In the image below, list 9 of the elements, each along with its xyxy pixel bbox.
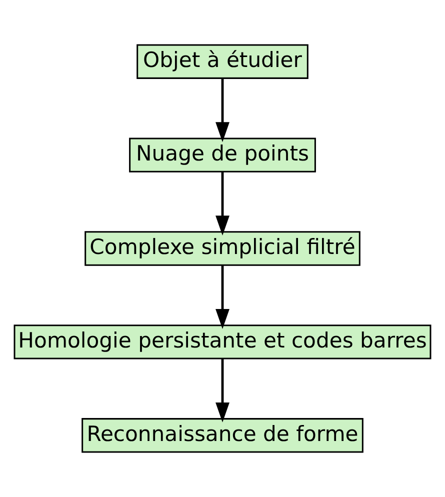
node-box: Objet à étudier bbox=[136, 44, 308, 79]
node-box: Reconnaissance de forme bbox=[82, 418, 364, 453]
arrow bbox=[216, 172, 230, 236]
arrow bbox=[216, 265, 230, 329]
node-box: Nuage de points bbox=[129, 138, 316, 172]
node-box: Homologie persistante et codes barres bbox=[14, 324, 432, 360]
arrow bbox=[216, 358, 230, 422]
node-box: Complexe simplicial filtré bbox=[84, 231, 360, 266]
arrow bbox=[216, 78, 230, 142]
